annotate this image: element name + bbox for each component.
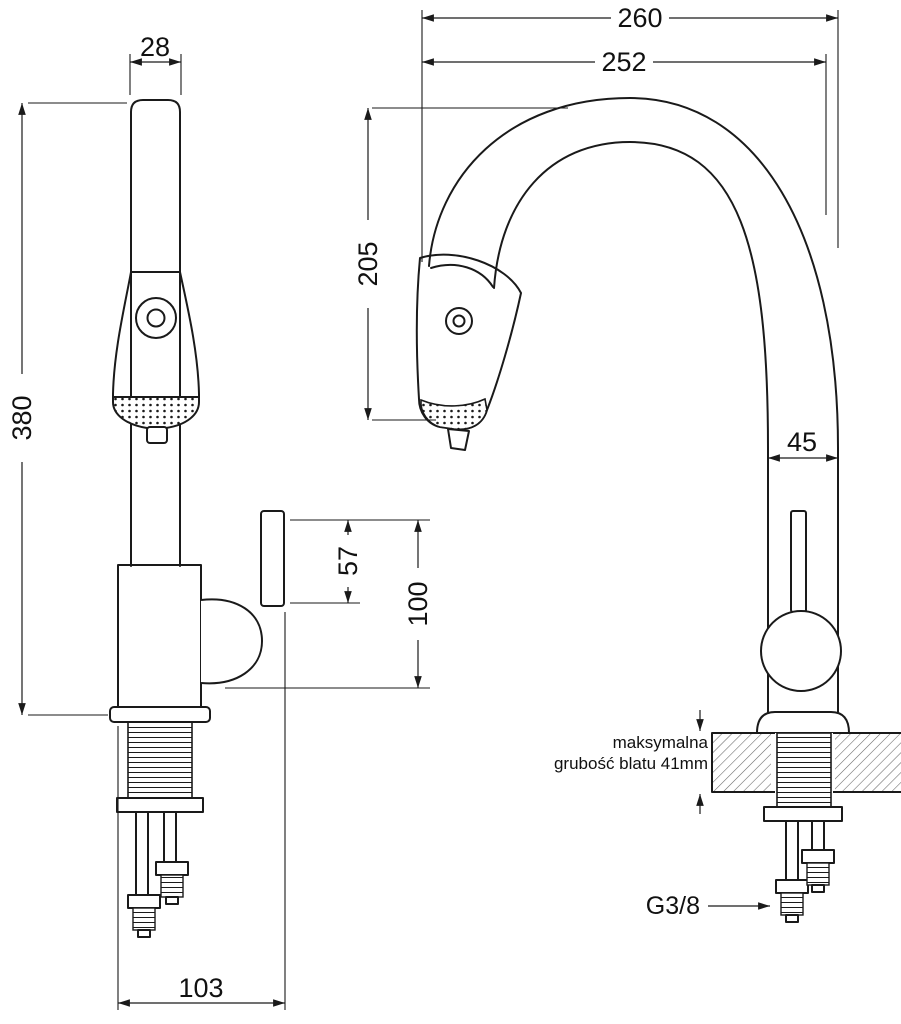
side-view-dimensions: 260 252 205 45 maksymalna grubość blatu … <box>353 3 839 920</box>
side-aerator-face <box>420 397 488 431</box>
front-spray-head <box>112 271 200 398</box>
dimension-label-380: 380 <box>7 395 37 440</box>
dimension-28: 28 <box>129 32 182 95</box>
front-hose-connector-left <box>127 894 161 938</box>
side-handle-ball <box>760 610 842 692</box>
front-riser-tube <box>130 99 181 567</box>
dimension-380: 380 <box>7 102 127 716</box>
side-spray-button-center <box>452 314 466 328</box>
side-handle-lever <box>790 510 807 613</box>
front-handle-joint <box>200 598 263 685</box>
front-threaded-shank <box>127 721 193 799</box>
side-threaded-shank <box>776 732 832 808</box>
side-spout-outer <box>629 97 839 713</box>
front-hose-connector-right <box>155 861 189 905</box>
side-spray-button-icon <box>445 307 473 335</box>
side-spout-inner <box>493 141 769 713</box>
thread-size-callout: G3/8 <box>646 892 770 920</box>
front-mounting-bracket <box>116 797 204 813</box>
front-hoses <box>135 811 177 896</box>
dimension-label-252: 252 <box>601 47 646 77</box>
side-spout-outer-left <box>428 97 631 267</box>
dimension-45: 45 <box>768 427 838 462</box>
front-spray-button-icon <box>135 297 177 339</box>
countertop-thickness-annotation: maksymalna grubość blatu 41mm <box>554 710 709 814</box>
dimension-label-260: 260 <box>617 3 662 33</box>
front-handle-lever <box>260 510 285 607</box>
dimension-205: 205 <box>353 107 568 421</box>
countertop-note-line1: maksymalna <box>613 733 709 752</box>
countertop-note-line2: grubość blatu 41mm <box>554 754 708 773</box>
dimension-103: 103 <box>117 612 286 1010</box>
side-aerator-nozzle <box>447 428 470 451</box>
dimension-label-100: 100 <box>403 581 433 626</box>
front-spray-button-center <box>146 308 166 328</box>
side-hose-connector-left <box>775 879 809 923</box>
dimension-label-103: 103 <box>178 973 223 1003</box>
dimension-100: 100 <box>225 520 433 689</box>
side-mounting-bracket <box>763 806 843 822</box>
front-aerator-nozzle <box>146 426 168 444</box>
front-base-flange <box>109 706 211 723</box>
dimension-label-28: 28 <box>140 32 170 62</box>
dimension-260: 260 <box>421 3 839 262</box>
dimension-252: 252 <box>422 47 827 215</box>
front-view-dimensions: 28 380 57 100 103 <box>7 32 433 1010</box>
front-aerator-face <box>112 396 200 429</box>
side-hose-connector-right <box>801 849 835 893</box>
side-hoses <box>785 820 825 881</box>
front-view <box>109 99 285 938</box>
thread-size-label: G3/8 <box>646 892 700 920</box>
dimension-label-205: 205 <box>353 241 383 286</box>
countertop-hatch-left <box>713 734 771 791</box>
dimension-label-45: 45 <box>787 427 817 457</box>
countertop-slab <box>711 732 901 793</box>
dimension-label-57: 57 <box>333 546 363 576</box>
dimension-57: 57 <box>290 519 430 604</box>
side-spray-head-collar <box>430 263 494 288</box>
countertop-hatch-right <box>835 734 901 791</box>
side-view <box>415 97 901 923</box>
side-base-flange <box>756 711 850 734</box>
front-faucet-body <box>117 564 202 708</box>
